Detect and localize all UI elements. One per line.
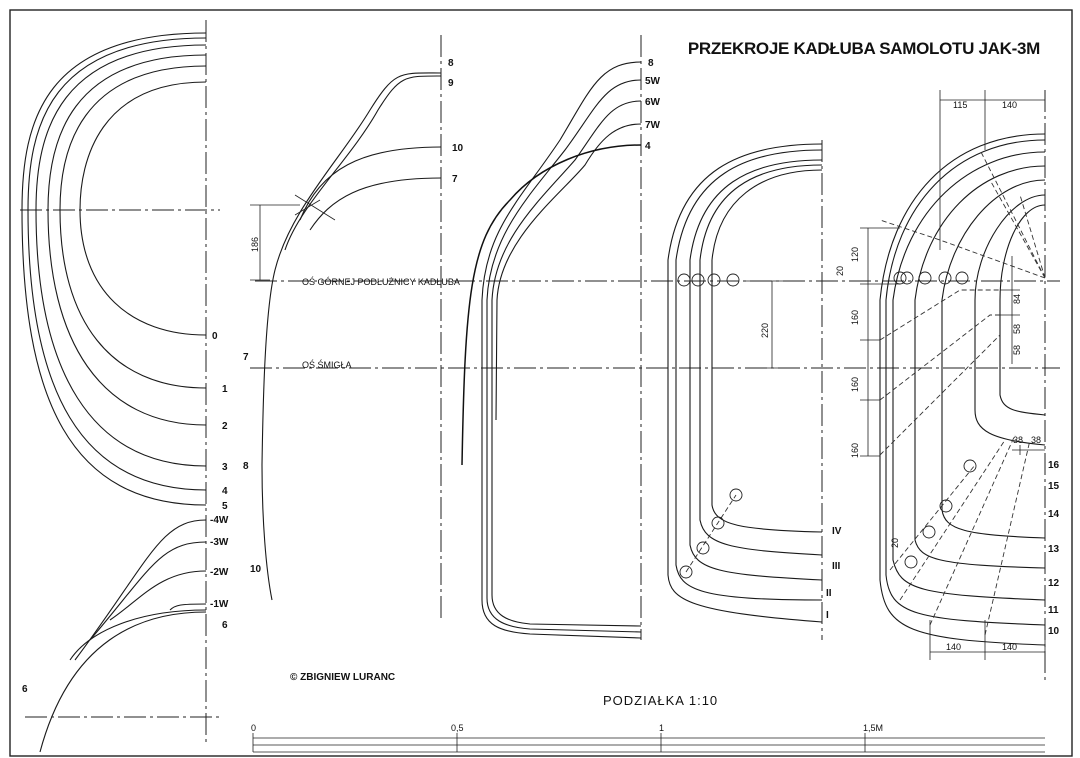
panel-5-sections <box>860 90 1046 680</box>
copyright-text: © ZBIGNIEW LURANC <box>290 672 395 683</box>
panel-3-label: 8 <box>648 58 654 69</box>
panel-2-sections <box>250 35 442 620</box>
panel-2-label: 8 <box>448 58 454 69</box>
panel-5-label: 13 <box>1048 544 1060 555</box>
panel-4-sections <box>667 140 823 640</box>
scale-tick-label: 0,5 <box>451 723 464 733</box>
svg-text:2: 2 <box>222 421 228 432</box>
panel-3-label: 7W <box>645 120 661 131</box>
svg-text:-3W: -3W <box>210 537 229 548</box>
panel-5-top-dim: 115 <box>953 100 967 110</box>
svg-text:6: 6 <box>22 684 28 695</box>
panel-5-right-dim: 84 <box>1012 294 1022 304</box>
panel-5-top-dim: 140 <box>1002 100 1017 110</box>
panel-5-label: 14 <box>1048 509 1060 520</box>
panel-4-dim: 220 <box>760 323 770 338</box>
panel-5-left-dim: 160 <box>850 377 860 392</box>
scale-tick-label: 1 <box>659 723 664 733</box>
panel-5-left-dim: 20 <box>890 538 900 548</box>
panel-3-label: 4 <box>645 141 651 152</box>
propeller-axis-label: OŚ ŚMIGŁA <box>302 359 352 370</box>
scale-label: PODZIAŁKA 1:10 <box>603 693 718 708</box>
svg-text:-4W: -4W <box>210 515 229 526</box>
panel-4-label: II <box>826 588 832 599</box>
panel-1-labels: 0 1 2 3 4 5 -4W -3W -2W -1W 6 6 <box>22 331 229 695</box>
panel-5-bottom-dim: 140 <box>1002 642 1017 652</box>
drawing-title: PRZEKROJE KADŁUBA SAMOLOTU JAK-3M <box>688 39 1040 58</box>
panel-1-sections <box>20 20 220 753</box>
upper-longeron-axis-label: OŚ GÓRNEJ PODŁUŻNICY KADŁUBA <box>302 276 460 287</box>
svg-text:3: 3 <box>222 462 228 473</box>
panel-5-label: 16 <box>1048 460 1060 471</box>
panel-5-small-dim: 38 <box>1031 435 1041 445</box>
drawing-border <box>9 9 1073 757</box>
svg-text:-1W: -1W <box>210 599 229 610</box>
panel-5-left-dim: 20 <box>835 266 845 276</box>
panel-5-label: 11 <box>1048 605 1059 616</box>
panel-5-right-dim: 58 <box>1012 324 1022 334</box>
svg-text:0: 0 <box>212 331 218 342</box>
panel-3-label: 5W <box>645 76 661 87</box>
panel-2-left-label: 8 <box>243 461 249 472</box>
panel-3-sections <box>461 35 642 640</box>
scale-tick-label: 1,5M <box>863 723 883 733</box>
panel-5-left-dim: 160 <box>850 310 860 325</box>
panel-5-left-dim: 120 <box>850 247 860 262</box>
scale-bar <box>252 733 1045 753</box>
panel-5-label: 15 <box>1048 481 1060 492</box>
panel-2-label: 7 <box>452 174 458 185</box>
svg-text:-2W: -2W <box>210 567 229 578</box>
panel-5-label: 12 <box>1048 578 1060 589</box>
panel-5-right-dim: 58 <box>1012 345 1022 355</box>
panel-2-dim: 186 <box>250 237 260 252</box>
panel-5-small-dim: 38 <box>1013 435 1023 445</box>
panel-2-label: 9 <box>448 78 454 89</box>
panel-2-label: 10 <box>452 143 464 154</box>
panel-5-label: 10 <box>1048 626 1060 637</box>
svg-text:4: 4 <box>222 486 228 497</box>
panel-5-bottom-dim: 140 <box>946 642 961 652</box>
panel-4-label: III <box>832 561 841 572</box>
panel-3-label: 6W <box>645 97 661 108</box>
panel-2-left-label: 7 <box>243 352 249 363</box>
svg-text:6: 6 <box>222 620 228 631</box>
svg-text:5: 5 <box>222 501 228 512</box>
panel-4-label: IV <box>832 526 842 537</box>
panel-4-label: I <box>826 610 829 621</box>
panel-2-left-label: 10 <box>250 564 262 575</box>
svg-text:1: 1 <box>222 384 228 395</box>
panel-5-left-dim: 160 <box>850 443 860 458</box>
scale-tick-label: 0 <box>251 723 256 733</box>
